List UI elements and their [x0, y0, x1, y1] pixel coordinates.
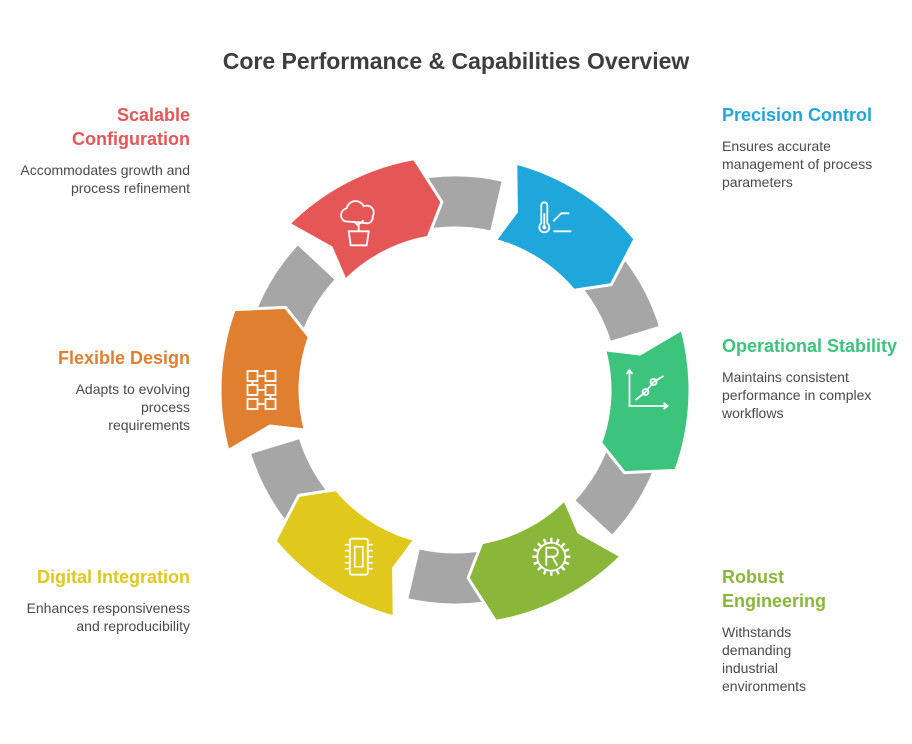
label-digital-integration: Digital Integration Enhances responsiven… [10, 565, 190, 635]
thermometer-icon [538, 201, 572, 234]
label-desc-precision-control: Ensures accurate management of process p… [722, 138, 873, 190]
label-title-flexible-design: Flexible Design [57, 348, 190, 368]
label-title-digital-integration: Digital Integration [37, 567, 190, 587]
label-title-scalable-configuration: Scalable Configuration [72, 105, 190, 149]
flowchart-icon [246, 370, 277, 410]
label-desc-scalable-configuration: Accommodates growth and process refineme… [20, 162, 190, 196]
segment-scalable-configuration [287, 157, 444, 282]
potted-tree-icon [340, 200, 375, 247]
page-title: Core Performance & Capabilities Overview [222, 48, 690, 74]
segment-operational-stability [599, 327, 692, 475]
segment-precision-control [493, 161, 637, 292]
label-desc-flexible-design: Adapts to evolving process requirements [75, 381, 190, 433]
label-scalable-configuration: Scalable Configuration Accommodates grow… [10, 103, 190, 197]
label-title-robust-engineering: Robust Engineering [722, 567, 827, 611]
microchip-icon [344, 537, 373, 576]
segment-digital-integration [273, 488, 417, 619]
label-desc-operational-stability: Maintains consistent performance in comp… [722, 369, 872, 421]
label-flexible-design: Flexible Design Adapts to evolving proce… [10, 346, 190, 434]
label-desc-robust-engineering: Withstands demanding industrial environm… [722, 624, 807, 694]
ring-segments [218, 157, 692, 623]
label-precision-control: Precision Control Ensures accurate manag… [722, 103, 902, 191]
line-chart-icon [625, 368, 669, 410]
label-desc-digital-integration: Enhances responsiveness and reproducibil… [26, 600, 190, 634]
label-title-precision-control: Precision Control [722, 105, 873, 125]
segment-robust-engineering [466, 498, 623, 623]
label-robust-engineering: Robust Engineering Withstands demanding … [722, 565, 872, 695]
label-title-operational-stability: Operational Stability [722, 336, 898, 356]
label-operational-stability: Operational Stability Maintains consiste… [722, 334, 902, 422]
registered-gear-icon [532, 537, 571, 576]
